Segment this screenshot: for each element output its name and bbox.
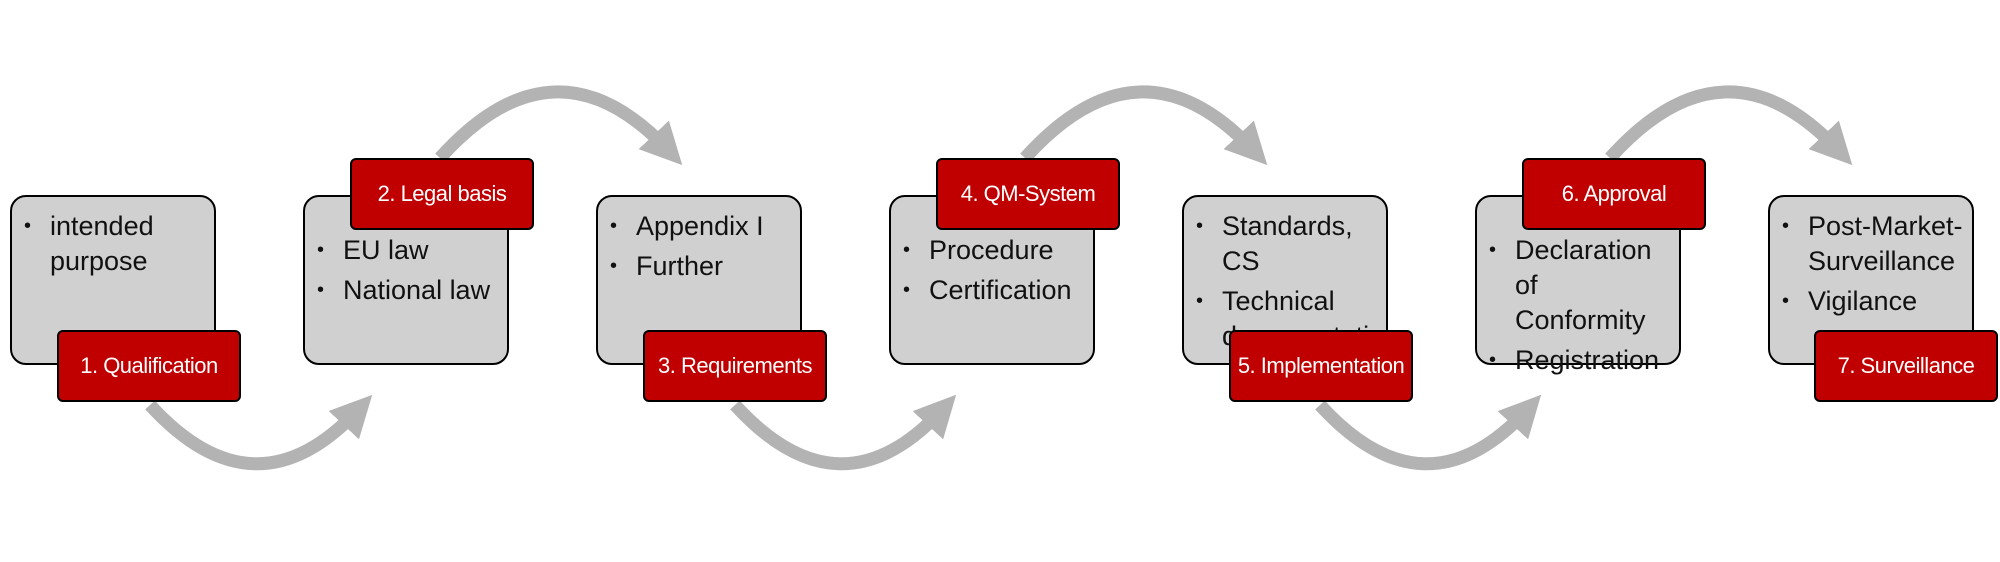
arrow-5-to-6 [1315,394,1542,471]
step-label-surveillance: 7. Surveillance [1814,330,1998,402]
arrow-2-to-3 [435,85,683,166]
bullet-item: Standards, CS [1194,209,1378,279]
step-label-implementation: 5. Implementation [1229,330,1413,402]
step-label-approval: 6. Approval [1522,158,1706,230]
step-6-bullets: Declaration of Conformity Registration [1487,233,1671,378]
bullet-item: intended purpose [22,209,206,279]
step-label-requirements: 3. Requirements [643,330,827,402]
bullet-item: Post-Market- Surveillance [1780,209,1964,279]
step-label-qualification: 1. Qualification [57,330,241,402]
bullet-item: Appendix I [608,209,792,244]
arrow-4-to-5 [1020,85,1268,166]
step-1-bullets: intended purpose [22,209,206,279]
bullet-item: Vigilance [1780,284,1964,319]
step-2-bullets: EU law National law [315,233,499,308]
bullet-item: National law [315,273,499,308]
bullet-item: Further [608,249,792,284]
step-label-qm-system: 4. QM-System [936,158,1120,230]
bullet-item: Procedure [901,233,1085,268]
step-3-bullets: Appendix I Further [608,209,792,284]
bullet-item: Registration [1487,343,1671,378]
bullet-item: Certification [901,273,1085,308]
arrow-1-to-2 [145,394,373,471]
bullet-item: EU law [315,233,499,268]
step-7-bullets: Post-Market- Surveillance Vigilance [1780,209,1964,319]
step-label-legal-basis: 2. Legal basis [350,158,534,230]
step-4-bullets: Procedure Certification [901,233,1085,308]
arrow-6-to-7 [1605,85,1853,166]
arrow-3-to-4 [730,394,957,471]
bullet-item: Declaration of Conformity [1487,233,1671,338]
